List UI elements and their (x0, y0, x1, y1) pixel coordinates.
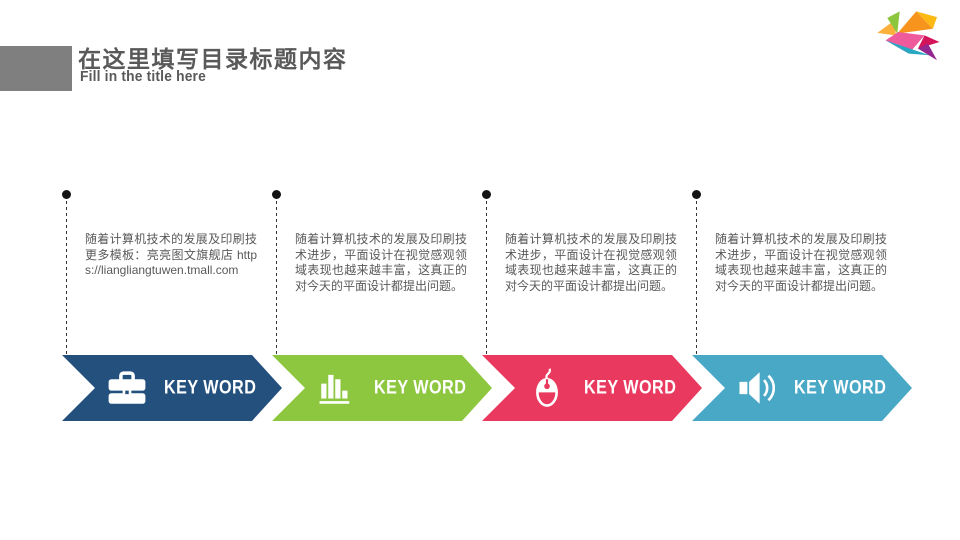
step-column-4: 随着计算机技术的发展及印刷技术进步，平面设计在视觉感观领域表现也越来越丰富，这真… (692, 190, 902, 355)
page-subtitle: Fill in the title here (80, 68, 206, 85)
page-title: 在这里填写目录标题内容 (78, 46, 348, 72)
timeline-dot (272, 190, 281, 199)
step-column-3: 随着计算机技术的发展及印刷技术进步，平面设计在视觉感观领域表现也越来越丰富，这真… (482, 190, 692, 355)
keyword-label: KEY WORD (164, 376, 257, 399)
timeline-dot (62, 190, 71, 199)
keyword-label: KEY WORD (374, 376, 467, 399)
keyword-label: KEY WORD (584, 376, 677, 399)
timeline-dot (692, 190, 701, 199)
keyword-arrow-1: KEY WORD (62, 355, 282, 421)
step-paragraph: 随着计算机技术的发展及印刷技更多模板：亮亮图文旗舰店 https://liang… (85, 232, 257, 277)
keyword-label: KEY WORD (794, 376, 887, 399)
title-accent-block (0, 46, 72, 91)
timeline-dashed-line (276, 201, 277, 355)
briefcase-icon (108, 371, 146, 404)
timeline-dashed-line (696, 201, 697, 355)
timeline-dashed-line (66, 201, 67, 355)
step-column-1: 随着计算机技术的发展及印刷技更多模板：亮亮图文旗舰店 https://liang… (62, 190, 272, 355)
step-paragraph: 随着计算机技术的发展及印刷技术进步，平面设计在视觉感观领域表现也越来越丰富，这真… (505, 232, 677, 293)
speaker-icon (739, 372, 776, 404)
origami-bird-logo (877, 11, 940, 61)
timeline-dashed-line (486, 201, 487, 355)
keyword-arrow-4: KEY WORD (692, 355, 912, 421)
timeline-dot (482, 190, 491, 199)
step-paragraph: 随着计算机技术的发展及印刷技术进步，平面设计在视觉感观领域表现也越来越丰富，这真… (295, 232, 467, 293)
step-column-2: 随着计算机技术的发展及印刷技术进步，平面设计在视觉感观领域表现也越来越丰富，这真… (272, 190, 482, 355)
bar-chart-icon (319, 374, 350, 404)
keyword-arrow-3: KEY WORD (482, 355, 702, 421)
step-paragraph: 随着计算机技术的发展及印刷技术进步，平面设计在视觉感观领域表现也越来越丰富，这真… (715, 232, 887, 293)
keyword-arrow-2: KEY WORD (272, 355, 492, 421)
mouse-icon (536, 368, 558, 407)
